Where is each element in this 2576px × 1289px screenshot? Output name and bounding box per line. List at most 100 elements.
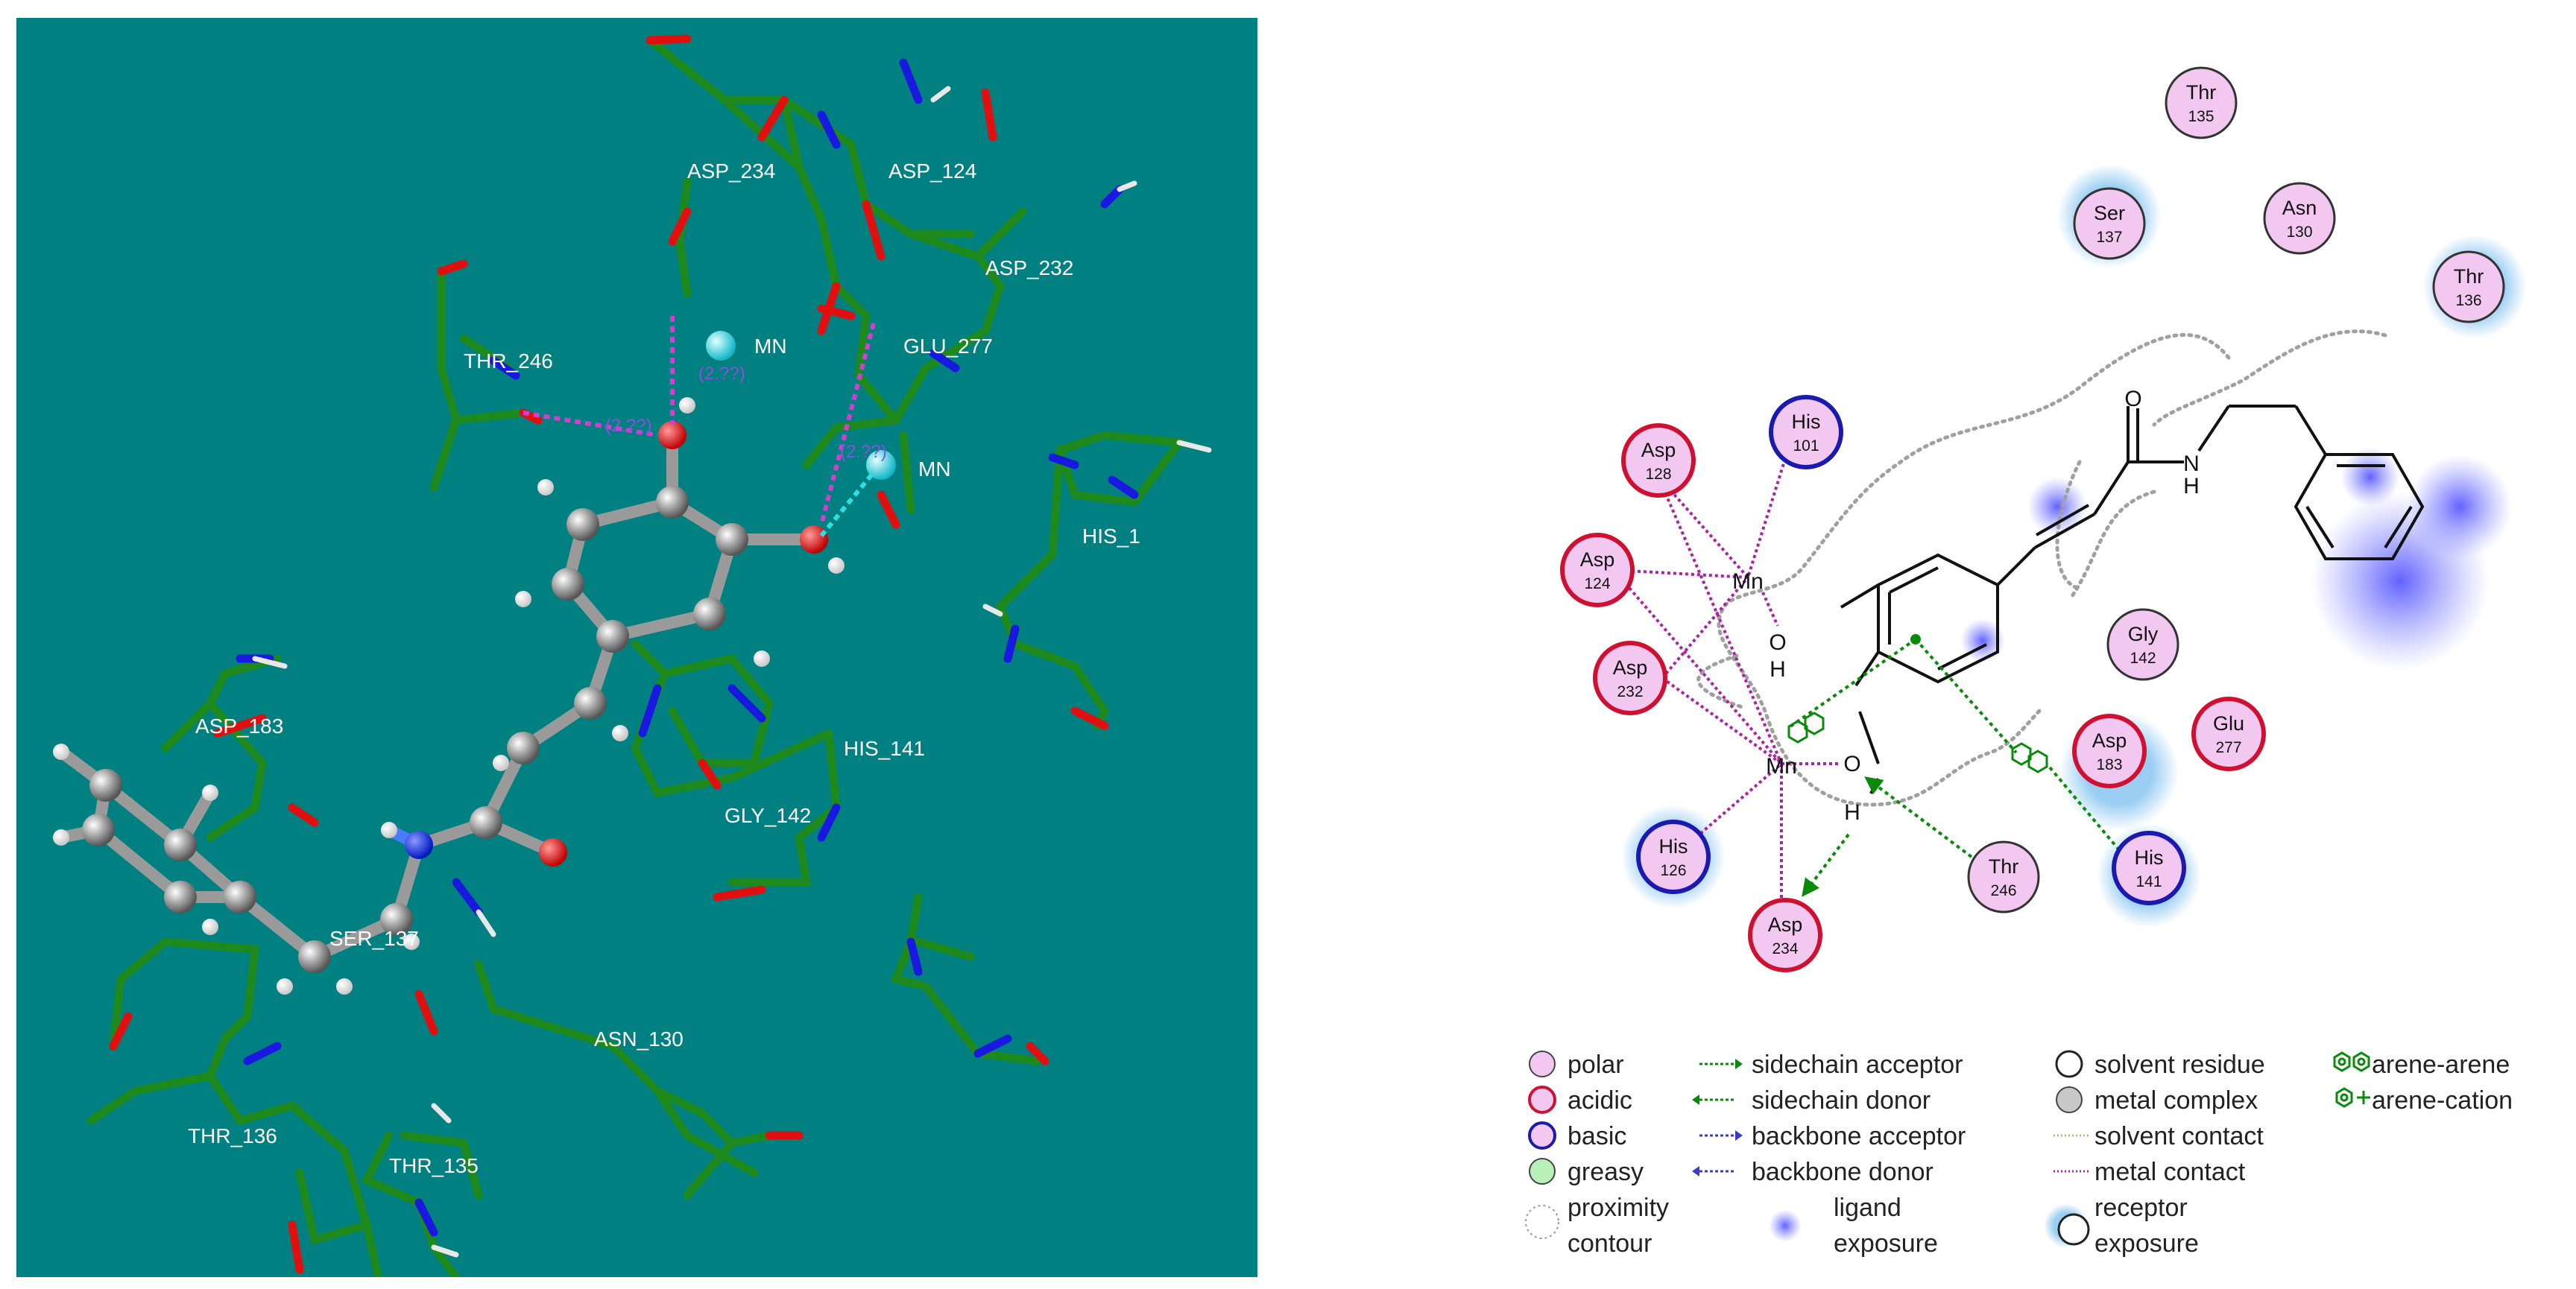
- residue-thr136-num: 136: [2455, 292, 2481, 309]
- metal-contacts: [1612, 446, 1841, 928]
- residue-his126: His 126: [1636, 820, 1711, 894]
- proximity-contour: [1696, 329, 2387, 807]
- residue-thr135: Thr 135: [2165, 66, 2238, 139]
- residue-asp128-name: Asp: [1641, 439, 1676, 461]
- ligand-exposure: [1960, 447, 2512, 671]
- residue-asp124-num: 124: [1584, 575, 1610, 592]
- residue-asp183-name: Asp: [2092, 729, 2127, 752]
- residue-thr136: Thr 136: [2432, 250, 2505, 323]
- label-glu-277: GLU_277: [903, 335, 993, 358]
- residue-asp183-num: 183: [2096, 756, 2122, 773]
- interaction-lines-3d: [523, 316, 876, 537]
- legend-backbone-acceptor-label: backbone acceptor: [1752, 1122, 1966, 1150]
- label-his-141: HIS_141: [844, 737, 925, 760]
- labels-3d: ASP_234 ASP_124 ASP_232 GLU_277 THR_246 …: [188, 159, 1140, 1177]
- residue-glu277-name: Glu: [2213, 712, 2244, 735]
- residue-gly142-name: Gly: [2128, 623, 2159, 645]
- label-ser-137: SER_137: [329, 927, 419, 950]
- interaction-diagram-2d: Mn Mn O H O H O N H: [1483, 0, 2576, 1289]
- residue-asp128-num: 128: [1645, 466, 1671, 483]
- legend-ligand-exposure-label-1: ligand: [1834, 1194, 1901, 1222]
- legend-receptor-exposure-swatch: [2057, 1213, 2090, 1246]
- legend-receptor-exposure-label-2: exposure: [2094, 1229, 2199, 1258]
- atom-n-amide: N: [2183, 452, 2200, 476]
- label-asn-130: ASN_130: [594, 1027, 684, 1051]
- legend-greasy-label: greasy: [1568, 1158, 1644, 1186]
- legend-receptor-exposure-label-1: receptor: [2094, 1194, 2188, 1222]
- label-mn-2: MN: [918, 457, 951, 481]
- legend-ligand-exposure-swatch: [1769, 1209, 1802, 1242]
- legend-proximity-label-1: proximity: [1568, 1194, 1669, 1222]
- residue-asp232-num: 232: [1617, 683, 1643, 700]
- label-gly-142: GLY_142: [724, 804, 811, 827]
- label-asp-234: ASP_234: [687, 159, 775, 183]
- label-his-partial: HIS_1: [1082, 525, 1140, 548]
- residue-his101: His 101: [1769, 395, 1843, 469]
- residue-gly142: Gly 142: [2106, 608, 2179, 681]
- label-mn-1: MN: [754, 335, 787, 358]
- legend-backbone-donor-label: backbone donor: [1752, 1158, 1933, 1186]
- residue-his141-num: 141: [2135, 873, 2162, 890]
- atom-h-top: H: [1770, 657, 1786, 682]
- residue-ser137-name: Ser: [2094, 202, 2125, 224]
- residue-his101-name: His: [1792, 411, 1821, 433]
- residue-ser137: Ser 137: [2073, 187, 2146, 260]
- residue-asp234: Asp 234: [1748, 898, 1822, 972]
- label-thr-136: THR_136: [188, 1124, 277, 1147]
- residue-his101-num: 101: [1793, 437, 1819, 455]
- legend-sidechain-donor-label: sidechain donor: [1752, 1086, 1931, 1115]
- legend-arene-cation-swatch: [2335, 1087, 2370, 1108]
- legend-solvent-residue-label: solvent residue: [2094, 1051, 2265, 1079]
- residue-asp128: Asp 128: [1621, 423, 1696, 498]
- ligand-atom-labels: Mn Mn O H O H O N H: [1732, 387, 2200, 825]
- residue-thr246-num: 246: [1990, 882, 2016, 899]
- residue-asp234-num: 234: [1772, 940, 1798, 957]
- atom-o-bottom: O: [1843, 752, 1860, 776]
- legend-solvent-contact-label: solvent contact: [2094, 1122, 2264, 1150]
- atom-o-top: O: [1769, 630, 1786, 655]
- legend-metal-complex-swatch: [2056, 1086, 2083, 1113]
- legend-acidic-label: acidic: [1568, 1086, 1632, 1115]
- legend-metal-complex-label: metal complex: [2094, 1086, 2258, 1115]
- legend-basic-label: basic: [1568, 1122, 1626, 1150]
- legend-arene-cation-label: arene-cation: [2372, 1086, 2513, 1115]
- label-asp-183: ASP_183: [195, 715, 283, 738]
- distance-label-2: (2.??): [605, 416, 652, 436]
- sidechain-interactions: [1789, 638, 2130, 897]
- residue-asn130-num: 130: [2286, 224, 2312, 241]
- residue-asn130-name: Asn: [2282, 197, 2317, 219]
- residue-asp124: Asp 124: [1560, 533, 1635, 607]
- legend-proximity-swatch: [1525, 1205, 1559, 1239]
- distance-label-3: (2.??): [840, 442, 887, 462]
- residue-glu277: Glu 277: [2191, 697, 2266, 771]
- arene-arene-markers: [1787, 712, 2048, 773]
- residue-asn130: Asn 130: [2263, 182, 2336, 255]
- atom-h-amide: H: [2183, 474, 2200, 498]
- residue-thr135-num: 135: [2188, 108, 2214, 125]
- mn-ion-1: [706, 331, 736, 361]
- legend-acidic-swatch: [1528, 1086, 1556, 1114]
- legend-polar-swatch: [1529, 1051, 1556, 1077]
- residue-asp232: Asp 232: [1593, 641, 1667, 715]
- ligand-ball-and-stick: [53, 397, 845, 995]
- residue-his141-name: His: [2135, 846, 2164, 869]
- residue-asp232-name: Asp: [1613, 656, 1648, 679]
- legend-arrow-sc-donor: [1692, 1095, 1699, 1105]
- mn-ion-2: [866, 450, 896, 480]
- label-asp-124: ASP_124: [888, 159, 976, 183]
- atom-o-carbonyl: O: [2124, 387, 2141, 411]
- legend-arrow-bb-acceptor: [1735, 1130, 1743, 1141]
- legend-polar-label: polar: [1568, 1051, 1624, 1079]
- residue-his126-name: His: [1659, 835, 1688, 858]
- residue-asp183: Asp 183: [2072, 714, 2147, 788]
- residue-thr246-name: Thr: [1989, 855, 2019, 878]
- residue-asp234-name: Asp: [1768, 913, 1803, 936]
- legend-solvent-residue-swatch: [2055, 1050, 2083, 1078]
- residue-asp124-name: Asp: [1580, 548, 1615, 571]
- residue-discs: Thr 135 Ser 137 Asn 130 Thr 136 Asp: [1560, 66, 2505, 972]
- residue-thr136-name: Thr: [2454, 265, 2484, 288]
- atom-mn-top: Mn: [1732, 569, 1764, 594]
- legend-arene-arene-label: arene-arene: [2372, 1051, 2510, 1079]
- molecular-3d-view[interactable]: ASP_234 ASP_124 ASP_232 GLU_277 THR_246 …: [16, 18, 1257, 1277]
- residue-gly142-num: 142: [2130, 650, 2156, 667]
